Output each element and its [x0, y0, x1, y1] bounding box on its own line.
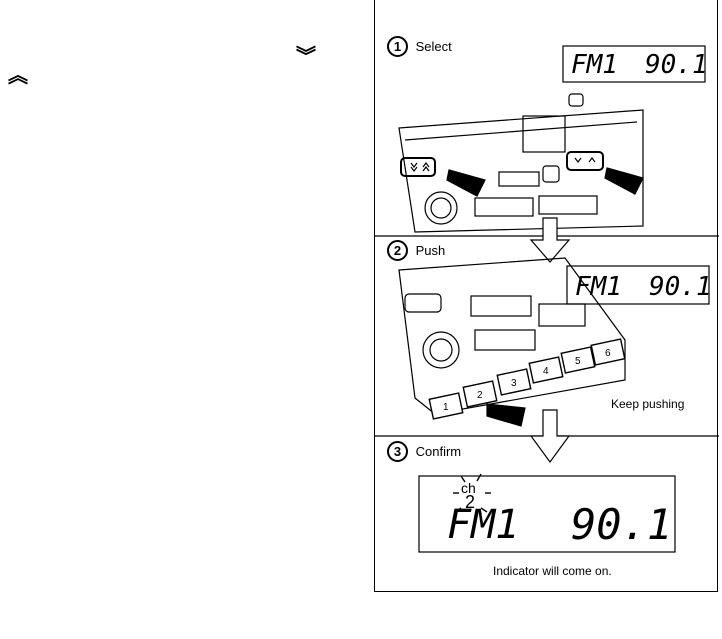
step-3-label: Confirm	[415, 444, 462, 459]
step-3: 3 Confirm	[387, 441, 461, 462]
preset-button-2	[462, 380, 498, 408]
step-1-label: Select	[415, 39, 452, 54]
preset-label-2: 2	[477, 390, 483, 401]
preset-label-5: 5	[575, 356, 581, 367]
preset-buttons: 1 2 3 4 5 6	[428, 338, 626, 420]
preset-button-1	[428, 392, 464, 420]
step-2-label: Push	[415, 243, 446, 258]
preset-label-3: 3	[511, 378, 517, 389]
display2-band: FM1	[575, 272, 622, 302]
blink-rays	[453, 473, 491, 513]
display1-frequency: 90.1	[645, 50, 708, 80]
step-1: 1 Select	[387, 36, 452, 57]
preset-button-3	[496, 368, 532, 396]
preset-label-6: 6	[605, 348, 611, 359]
preset-label-4: 4	[543, 366, 549, 377]
seek-down-symbol: ︾	[296, 46, 316, 68]
caption-indicator: Indicator will come on.	[493, 564, 612, 578]
flow-arrow-1	[529, 217, 571, 263]
figure-drawing: 1 2 3 4 5 6	[375, 45, 719, 553]
channel-number: 2	[465, 492, 476, 512]
preset-button-4	[528, 356, 564, 384]
preset-button-6	[590, 338, 626, 366]
radio-panel-step1	[398, 93, 644, 233]
display3-frequency: 90.1	[571, 500, 673, 549]
pointer-hand-right	[604, 167, 644, 195]
step-1-number: 1	[387, 36, 408, 57]
pointer-hand-preset	[486, 403, 526, 427]
display1-band: FM1	[571, 50, 618, 80]
preset-label-1: 1	[443, 402, 449, 413]
display-step1	[562, 45, 706, 83]
seek-up-symbol: ︽	[8, 65, 28, 87]
flow-arrow-2	[529, 409, 571, 464]
display3-band: FM1	[447, 502, 520, 548]
display2-frequency: 90.1	[649, 272, 712, 302]
radio-panel-step2	[398, 257, 626, 415]
caption-keep-pushing: Keep pushing	[611, 397, 685, 411]
channel-indicator: ch	[461, 480, 476, 496]
radio-preset-figure: 1 2 3 4 5 6 1 Select 2 Push 3 Confirm FM1 90.…	[374, 0, 719, 592]
pointer-hand-left	[446, 169, 486, 197]
step-3-number: 3	[387, 441, 408, 462]
step-2-number: 2	[387, 240, 408, 261]
step-2: 2 Push	[387, 240, 445, 261]
preset-button-5	[560, 346, 596, 374]
display-step3	[418, 475, 676, 553]
display-step2	[566, 265, 710, 305]
